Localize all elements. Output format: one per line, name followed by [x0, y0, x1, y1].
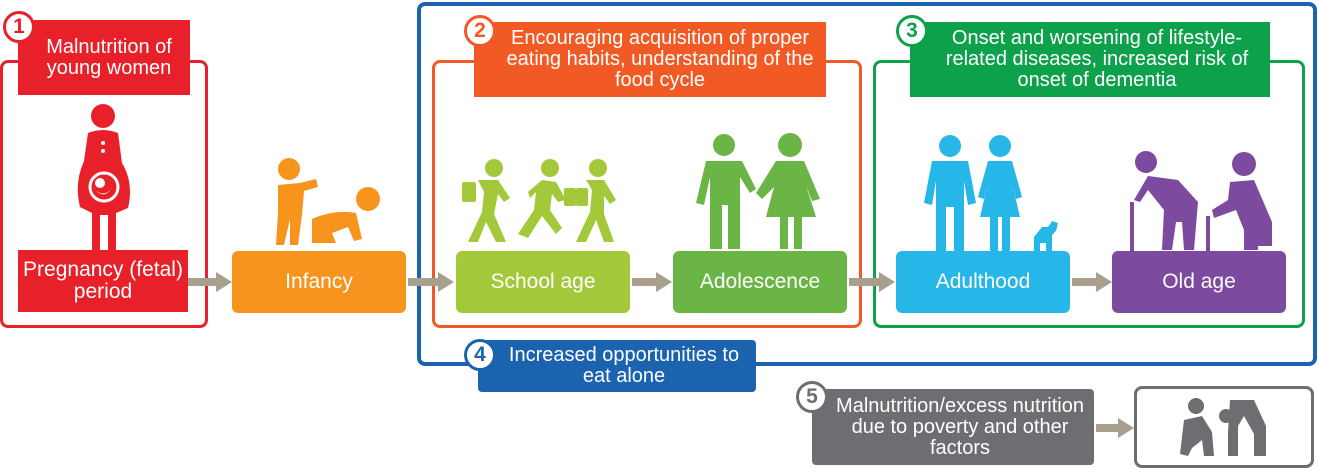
stage-infancy: Infancy	[232, 251, 406, 313]
group2-number-badge: 2	[464, 15, 496, 47]
group4-label: Increased opportunities to eat alone	[478, 340, 756, 392]
group3-label: Onset and worsening of lifestyle-related…	[910, 22, 1270, 97]
stage-pregnancy: Pregnancy (fetal) period	[18, 250, 188, 312]
arrow-poverty-to-icon	[1096, 418, 1134, 438]
stage-adulthood: Adulthood	[896, 251, 1070, 313]
stage-school-age: School age	[456, 251, 630, 313]
group5-label: Malnutrition/excess nutrition due to pov…	[812, 389, 1094, 465]
group5-number-badge: 5	[796, 381, 828, 413]
teen-couple-icon	[696, 133, 820, 249]
toddler-and-baby-icon	[276, 158, 380, 245]
distressed-people-icon	[1180, 398, 1266, 456]
group1-number-badge: 1	[3, 11, 35, 43]
arrow-adulthood-to-old-age	[1072, 272, 1112, 292]
arrow-adolescence-to-adulthood	[849, 272, 895, 292]
arrow-school-to-adolescence	[632, 272, 672, 292]
group1-label: Malnutrition of young women	[18, 20, 190, 95]
arrow-pregnancy-to-infancy	[188, 272, 232, 292]
arrow-infancy-to-school	[408, 272, 454, 292]
elderly-couple-icon	[1130, 151, 1272, 252]
poverty-icon-frame	[1134, 386, 1314, 468]
group2-label: Encouraging acquisition of proper eating…	[474, 22, 826, 97]
pregnant-woman-icon	[77, 104, 130, 251]
stage-old-age: Old age	[1112, 251, 1286, 313]
group3-number-badge: 3	[896, 15, 928, 47]
group4-frame	[417, 2, 1317, 366]
running-children-icon	[462, 159, 616, 242]
adult-couple-with-dog-icon	[924, 135, 1058, 251]
group4-number-badge: 4	[464, 339, 496, 371]
stage-adolescence: Adolescence	[673, 251, 847, 313]
